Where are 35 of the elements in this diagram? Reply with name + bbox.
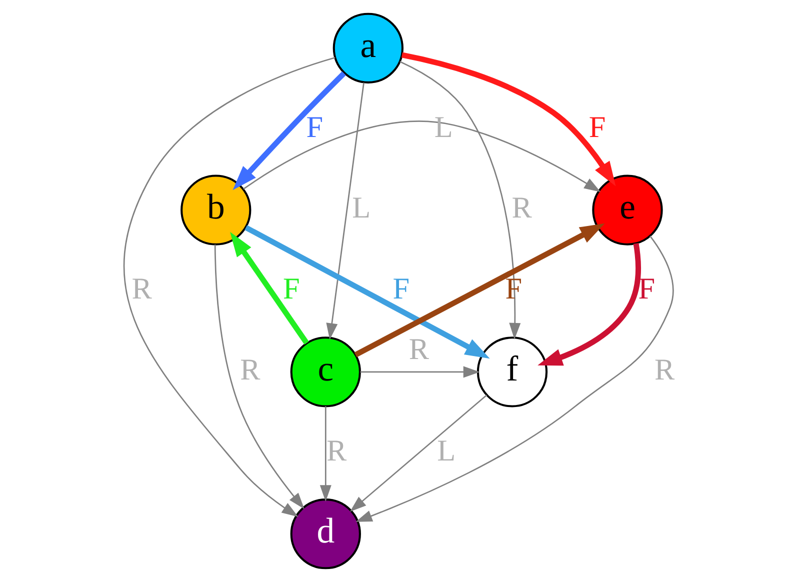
arrow — [355, 236, 674, 522]
arrow — [232, 71, 346, 190]
edge-label: F — [282, 272, 300, 306]
edge-label: L — [436, 434, 456, 468]
node-circle: f — [476, 336, 548, 408]
node-circle: d — [290, 498, 360, 570]
arrow — [537, 243, 640, 366]
arrow — [326, 82, 364, 340]
edge-label: R — [654, 352, 674, 387]
arrow — [319, 406, 331, 502]
arrow — [214, 244, 304, 510]
edge-label: F — [638, 272, 655, 306]
edge-label: R — [240, 352, 260, 387]
arrow — [230, 232, 308, 345]
edge-label: F — [392, 272, 409, 306]
edge-label: F — [306, 110, 323, 144]
arrow — [242, 120, 600, 192]
edge-label: R — [511, 190, 532, 225]
arrow — [123, 56, 335, 517]
node-circle: a — [332, 12, 403, 84]
edge-label: R — [408, 332, 429, 366]
edge-label: R — [131, 272, 152, 306]
arrow — [360, 366, 480, 378]
arrow — [400, 52, 616, 186]
node-circle: e — [592, 174, 662, 246]
node-circle: c — [290, 336, 360, 408]
node-circle: b — [180, 174, 251, 246]
arrow — [399, 61, 520, 340]
edge-label: L — [352, 190, 370, 225]
arrow — [244, 225, 490, 359]
edge-label: R — [326, 434, 346, 468]
edge-label: F — [504, 272, 522, 306]
edge-label: F — [588, 110, 606, 144]
arrow — [354, 223, 604, 358]
arrow — [349, 394, 487, 512]
